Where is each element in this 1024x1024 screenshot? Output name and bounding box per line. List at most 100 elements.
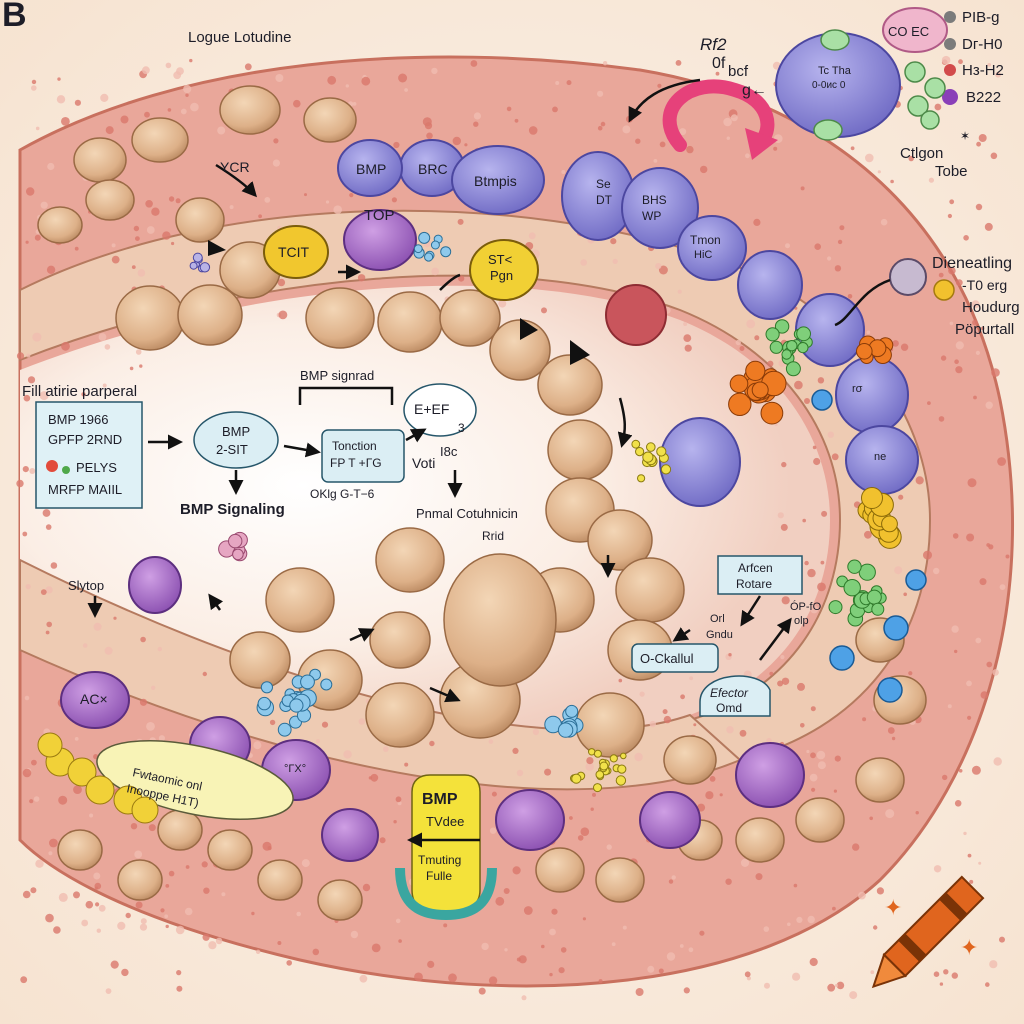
tissue-speckle	[61, 341, 70, 351]
tissue-speckle	[315, 739, 320, 744]
tissue-speckle	[938, 272, 944, 278]
tissue-speckle	[379, 837, 386, 844]
tissue-speckle	[512, 747, 519, 755]
tissue-speckle	[135, 236, 140, 242]
tissue-speckle	[139, 364, 143, 368]
tissue-speckle	[134, 850, 143, 859]
epithelial-cell	[795, 797, 845, 843]
molecule	[192, 252, 203, 263]
tissue-speckle	[590, 807, 594, 811]
molecule-clusters	[189, 231, 927, 793]
tissue-speckle	[794, 380, 803, 390]
tissue-speckle	[105, 126, 114, 135]
tissue-speckle	[491, 791, 497, 797]
molecule	[769, 340, 783, 354]
tissue-speckle	[176, 970, 182, 976]
tissue-speckle	[158, 735, 165, 742]
tissue-speckle	[22, 531, 28, 537]
tissue-speckle	[597, 90, 604, 97]
tissue-speckle	[293, 99, 301, 108]
molecule	[796, 326, 811, 342]
tissue-speckle	[35, 859, 44, 868]
tissue-speckle	[327, 75, 337, 85]
tissue-speckle	[903, 592, 907, 597]
tissue-speckle	[39, 391, 49, 401]
tissue-speckle	[404, 88, 408, 92]
tissue-speckle	[622, 125, 631, 134]
epithelial-cell	[575, 692, 645, 758]
tissue-speckle	[852, 843, 860, 851]
tonction-text-1: Tonction	[332, 439, 377, 453]
tissue-speckle	[422, 117, 432, 127]
epithelial-cell	[207, 829, 253, 871]
tissue-speckle	[457, 218, 464, 225]
molecule	[861, 487, 883, 509]
tissue-speckle	[140, 636, 146, 643]
blue-sphere	[811, 389, 833, 411]
tissue-speckle	[144, 111, 150, 118]
svg-text:✦: ✦	[960, 936, 978, 961]
tissue-speckle	[744, 971, 751, 978]
tissue-speckle	[967, 478, 977, 488]
epithelial-cell	[535, 847, 585, 893]
tissue-speckle	[361, 76, 371, 86]
tissue-speckle	[312, 948, 320, 956]
tcit-label: TCIT	[278, 244, 310, 260]
tissue-speckle	[82, 643, 88, 648]
tissue-speckle	[933, 971, 940, 977]
tissue-speckle	[304, 193, 307, 197]
svg-text:✦: ✦	[884, 896, 902, 921]
tissue-speckle	[955, 366, 963, 374]
molecule	[660, 464, 672, 475]
tissue-speckle	[277, 941, 282, 945]
molecule	[858, 563, 876, 581]
tissue-speckle	[190, 102, 199, 112]
tissue-speckle	[142, 66, 150, 75]
tissue-speckle	[600, 121, 606, 127]
st-pgn-label-2: Pgn	[490, 268, 513, 283]
tissue-speckle	[552, 106, 558, 113]
tissue-speckle	[189, 58, 193, 63]
molecule	[320, 678, 333, 691]
blue-sphere	[877, 677, 903, 703]
tissue-speckle	[858, 891, 866, 900]
tissue-speckle	[23, 394, 31, 402]
tissue-speckle	[780, 523, 788, 531]
tissue-speckle	[740, 858, 750, 868]
tissue-speckle	[139, 698, 148, 706]
lumen	[20, 285, 830, 730]
tissue-speckle	[262, 841, 272, 851]
molecule	[440, 246, 452, 258]
tissue-speckle	[184, 907, 193, 916]
tissue-speckle	[647, 965, 655, 973]
ockallul-text: O-Ckallul	[640, 651, 694, 666]
tissue-speckle	[175, 198, 181, 204]
tissue-speckle	[834, 983, 839, 988]
epithelial-cell	[547, 419, 613, 481]
tissue-speckle	[908, 671, 913, 676]
tissue-speckle	[693, 723, 697, 727]
tissue-speckle	[958, 769, 963, 773]
tissue-speckle	[395, 918, 401, 924]
tissue-speckle	[580, 259, 587, 266]
molecule	[847, 559, 862, 574]
tissue-speckle	[739, 346, 745, 351]
tissue-speckle	[639, 691, 645, 697]
tissue-speckle	[997, 457, 1006, 466]
molecule	[881, 515, 898, 533]
tissue-speckle	[371, 943, 381, 953]
tissue-speckle	[862, 717, 867, 722]
tissue-speckle	[686, 145, 694, 154]
bmp-box-text-2: TVdee	[426, 814, 464, 829]
tissue-speckle	[684, 344, 692, 352]
tissue-speckle	[662, 709, 668, 715]
tissue-speckle	[549, 972, 553, 977]
bmp-box-text-4: Fulle	[426, 869, 452, 883]
molecule	[843, 579, 861, 597]
epithelial-cell	[117, 859, 163, 901]
molecule	[413, 244, 423, 254]
tissue-speckle	[586, 757, 594, 765]
tissue-speckle	[813, 457, 821, 466]
tissue-speckle	[151, 685, 156, 690]
